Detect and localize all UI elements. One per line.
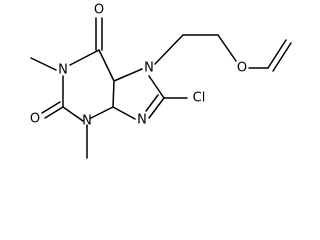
atom-o-ether-label: O [237,61,247,76]
bond-c2-n3 [62,106,84,122]
bond-n3-c4 [90,106,114,119]
bond-c8-n9-b [145,94,159,112]
atom-cl-label: Cl [193,91,206,106]
bond-c2-o2-a [44,106,64,119]
bond-n7-c8 [148,75,165,99]
atom-o6-label: O [94,3,104,18]
bond-c8-n9-a [148,97,165,119]
atom-n7-label: N [144,61,154,76]
bond-ch2-o [217,34,237,62]
bond-vinyl-double-a [267,39,287,69]
bond-layer [30,17,292,159]
bond-n9-c4 [112,106,136,120]
atom-n9-label: N [137,113,147,128]
atom-n3-label: N [82,114,92,129]
bond-c6-n1 [69,49,100,66]
bond-c2-o2-b [41,101,61,114]
bond-c4-c5 [112,80,115,108]
bond-c5-c6 [98,49,115,82]
atom-o2-label: O [30,112,40,127]
bond-n1-methyl [30,57,57,71]
atom-label-layer: O O N N N N Cl O [30,3,247,129]
chemical-structure: O O N N N N Cl O [30,3,292,159]
atom-n1-label: N [58,63,68,78]
bond-c5-n7 [113,68,143,82]
bond-n7-ch2 [154,34,184,65]
bond-vinyl-double-b [272,42,292,72]
